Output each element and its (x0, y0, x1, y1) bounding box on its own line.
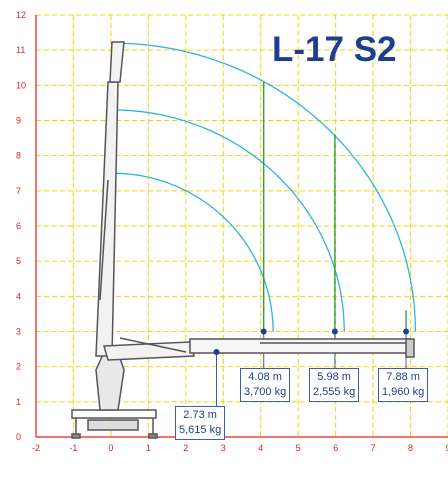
reach-marker-2-73 (213, 349, 220, 355)
x-tick-label: 3 (221, 443, 226, 453)
main-boom (95, 81, 119, 357)
x-tick-label: -1 (69, 443, 77, 453)
y-tick-label: 0 (16, 432, 21, 442)
x-tick-label: 9 (445, 443, 448, 453)
reach-marker (403, 328, 410, 335)
x-tick-label: -2 (32, 443, 40, 453)
load-callout-2-73: 2.73 m 5,615 kg (175, 406, 226, 440)
y-tick-label: 9 (16, 116, 21, 126)
y-tick-label: 7 (16, 186, 21, 196)
y-tick-label: 6 (16, 221, 21, 231)
y-tick-label: 2 (16, 362, 21, 372)
x-tick-label: 1 (146, 443, 151, 453)
reach-arc (112, 42, 417, 332)
hook-block (405, 338, 415, 358)
tick-labels: -2-101234567890123456789101112 (16, 10, 448, 453)
callout-reach: 5.98 m (317, 371, 351, 383)
knuckle-ram (119, 337, 187, 353)
y-tick-label: 4 (16, 291, 21, 301)
extension-boom (189, 338, 411, 354)
crane-column (95, 351, 125, 411)
crane-housing (87, 419, 139, 431)
model-title: L-17 S2 (272, 30, 397, 69)
callout-reach: 2.73 m (183, 409, 217, 421)
y-tick-label: 8 (16, 151, 21, 161)
crane-illustration (71, 41, 415, 439)
outrigger-pad-left (71, 433, 81, 439)
load-callout-4-08: 4.08 m 3,700 kg (240, 368, 291, 402)
x-tick-label: 0 (108, 443, 113, 453)
x-tick-label: 4 (258, 443, 263, 453)
x-tick-label: 2 (183, 443, 188, 453)
y-tick-label: 1 (16, 397, 21, 407)
x-tick-label: 7 (371, 443, 376, 453)
y-tick-label: 3 (16, 327, 21, 337)
crane-base (71, 409, 157, 419)
y-tick-label: 10 (16, 80, 26, 90)
x-tick-label: 6 (333, 443, 338, 453)
load-callout-5-98: 5.98 m 2,555 kg (309, 368, 360, 402)
boom-ram (99, 179, 109, 301)
y-tick-label: 11 (16, 45, 25, 55)
callout-load: 1,960 kg (382, 386, 425, 398)
callout-load: 2,555 kg (313, 386, 356, 398)
callout-load: 3,700 kg (244, 386, 287, 398)
reach-arcs (112, 42, 417, 332)
boom-extension (109, 41, 125, 83)
reach-marker (331, 328, 338, 335)
y-tick-label: 5 (16, 256, 21, 266)
reach-marker (260, 328, 267, 335)
callout-reach: 7.88 m (386, 371, 420, 383)
knuckle-boom (103, 341, 195, 361)
callout-load: 5,615 kg (179, 424, 222, 436)
reach-arc (112, 172, 274, 332)
load-callout-7-88: 7.88 m 1,960 kg (378, 368, 429, 402)
reach-drop-lines (260, 81, 410, 368)
y-tick-label: 12 (16, 10, 26, 20)
callout-reach: 4.08 m (248, 371, 282, 383)
x-tick-label: 5 (296, 443, 301, 453)
reach-arc (112, 109, 345, 332)
outrigger-pad-right (148, 433, 158, 439)
x-tick-label: 8 (408, 443, 413, 453)
